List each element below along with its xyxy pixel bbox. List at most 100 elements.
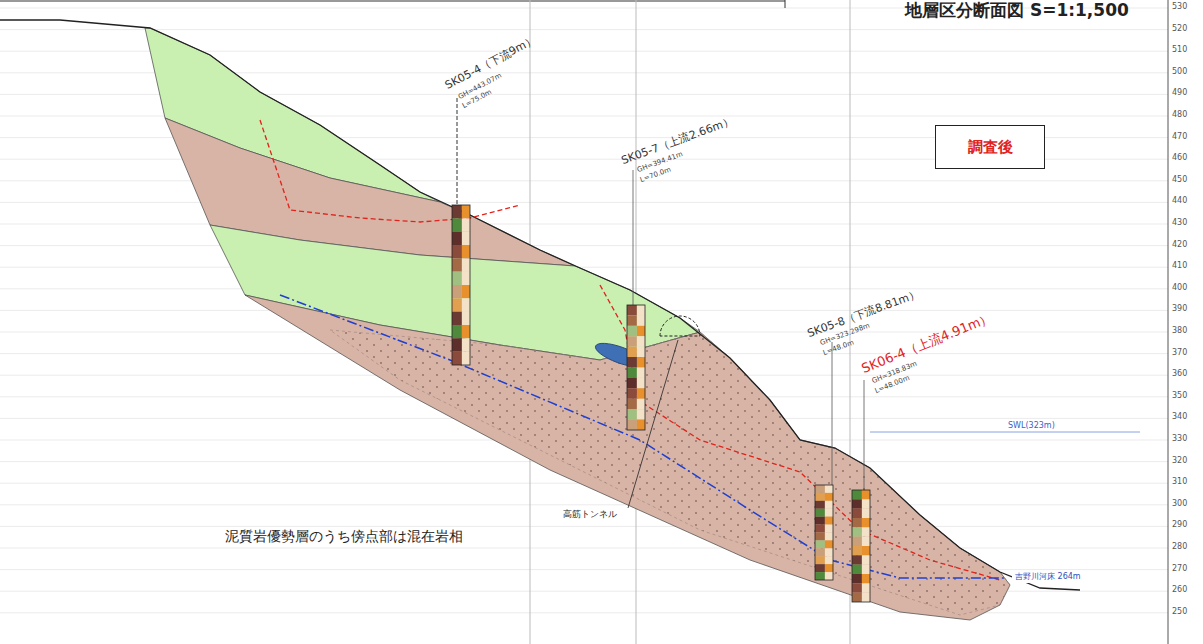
log-outline [452, 205, 470, 365]
elevation-number: 360 [1172, 370, 1187, 379]
log-segment [637, 315, 645, 325]
log-outline [815, 485, 833, 580]
log-segment [825, 517, 833, 525]
log-segment [452, 258, 462, 271]
elevation-number: 280 [1172, 543, 1187, 552]
grid-line [0, 504, 1168, 505]
grid-line [0, 612, 1168, 613]
log-segment [462, 285, 470, 298]
elevation-number: 510 [1172, 46, 1187, 55]
log-segment [862, 565, 870, 574]
log-segment [637, 326, 645, 336]
status-box: 調査後 [935, 125, 1045, 169]
log-segment [852, 490, 862, 499]
log-segment [637, 347, 645, 357]
elevation-number: 260 [1172, 586, 1187, 595]
elevation-number: 350 [1172, 392, 1187, 401]
borehole-line [633, 170, 634, 305]
log-segment [852, 509, 862, 518]
log-segment [627, 347, 637, 357]
log-segment [862, 555, 870, 564]
elevation-number: 330 [1172, 435, 1187, 444]
log-segment [815, 564, 825, 572]
frame-line [0, 1, 785, 2]
elevation-number: 430 [1172, 219, 1187, 228]
elevation-number: 380 [1172, 327, 1187, 336]
tunnel-outline [660, 316, 700, 336]
log-segment [627, 420, 637, 430]
log-segment [862, 583, 870, 592]
log-segment [815, 493, 825, 501]
log-segment [637, 368, 645, 378]
grid-line [0, 180, 1168, 181]
log-segment [452, 298, 462, 311]
grid-line [0, 224, 1168, 225]
log-segment [852, 527, 862, 536]
log-segment [637, 378, 645, 388]
elevation-number: 530 [1172, 3, 1187, 12]
log-segment [462, 325, 470, 338]
log-segment [627, 357, 637, 367]
borehole-line [864, 380, 865, 490]
elevation-number: 440 [1172, 197, 1187, 206]
elevation-number: 450 [1172, 176, 1187, 185]
log-segment [852, 555, 862, 564]
log-segment [462, 258, 470, 271]
elevation-number: 490 [1172, 89, 1187, 98]
log-segment [852, 537, 862, 546]
grid-line [0, 526, 1168, 527]
log-segment [862, 499, 870, 508]
log-segment [825, 501, 833, 509]
log-segment [862, 509, 870, 518]
log-segment [815, 485, 825, 493]
log-segment [637, 388, 645, 398]
elevation-number: 400 [1172, 284, 1187, 293]
boring-logs [452, 205, 870, 602]
elevation-number: 480 [1172, 111, 1187, 120]
elevation-number: 470 [1172, 133, 1187, 142]
log-segment [825, 572, 833, 580]
log-segment [627, 388, 637, 398]
annotation-label: SWL(323m) [1008, 422, 1055, 431]
grid-line [0, 548, 1168, 549]
log-segment [825, 540, 833, 548]
grid-line [0, 29, 1168, 30]
log-segment [862, 546, 870, 555]
log-segment [815, 556, 825, 564]
log-segment [825, 493, 833, 501]
log-segment [637, 357, 645, 367]
drawing-title: 地層区分断面図 S=1:1,500 [905, 1, 1129, 20]
log-segment [862, 490, 870, 499]
log-segment [627, 378, 637, 388]
log-segment [627, 409, 637, 419]
log-outline [852, 490, 870, 602]
log-segment [462, 352, 470, 365]
log-segment [452, 205, 462, 218]
frame-line [785, 0, 786, 8]
note-text: 泥質岩優勢層のうち傍点部は混在岩相 [222, 528, 466, 545]
log-segment [627, 305, 637, 315]
elevation-number: 290 [1172, 521, 1187, 530]
log-outline [627, 305, 645, 430]
elevation-number: 340 [1172, 413, 1187, 422]
elevation-number: 520 [1172, 25, 1187, 34]
elevation-number: 460 [1172, 154, 1187, 163]
log-segment [462, 218, 470, 231]
log-segment [462, 245, 470, 258]
log-segment [627, 326, 637, 336]
log-segment [462, 232, 470, 245]
grid-lines [0, 8, 1168, 613]
elevation-number: 420 [1172, 241, 1187, 250]
log-segment [462, 312, 470, 325]
log-segment [852, 583, 862, 592]
status-text: 調査後 [968, 138, 1013, 157]
log-segment [852, 565, 862, 574]
log-segment [637, 305, 645, 315]
elevation-number: 250 [1172, 608, 1187, 617]
log-segment [862, 527, 870, 536]
grid-line [0, 202, 1168, 203]
log-segment [815, 548, 825, 556]
borehole-line [457, 98, 458, 205]
